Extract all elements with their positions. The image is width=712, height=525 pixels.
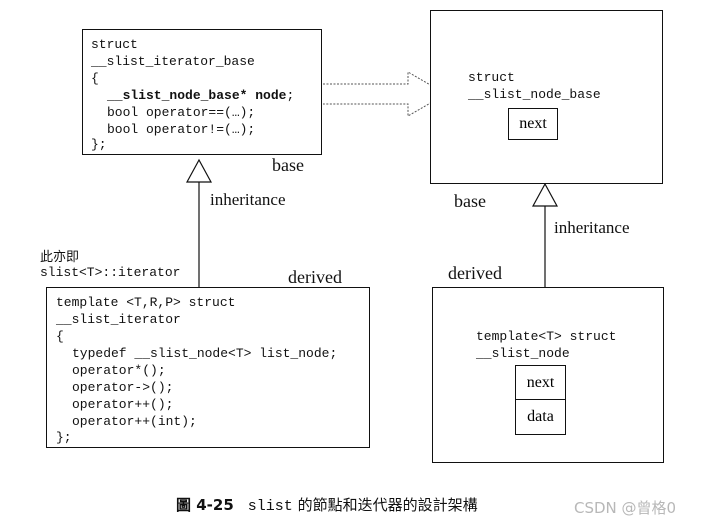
figure-caption: 圖 4-25 slist 的節點和迭代器的設計架構: [176, 494, 478, 515]
iterator-base-box: struct __slist_iterator_base { __slist_n…: [82, 29, 322, 155]
iterator-op-arrow: operator->();: [72, 380, 174, 395]
watermark: CSDN @曾格0: [574, 499, 677, 517]
caption-code: slist: [247, 498, 293, 515]
alias-note-line2: slist<T>::iterator: [40, 265, 181, 280]
iterator-typedef: typedef __slist_node<T> list_node;: [72, 346, 338, 361]
points-to-arrow: [323, 71, 447, 117]
inheritance-label-right: inheritance: [554, 218, 630, 237]
derived-label-left: derived: [288, 267, 342, 287]
iterator-base-op-eq: bool operator==(…);: [107, 105, 256, 120]
iterator-line1: template <T,R,P> struct: [56, 295, 236, 310]
node-base-line1: struct: [468, 70, 515, 85]
node-line1: template<T> struct: [476, 329, 617, 344]
iterator-base-close: };: [91, 137, 107, 152]
base-label-right: base: [454, 191, 486, 211]
node-next-cell: next: [515, 365, 566, 401]
node-base-box: [430, 10, 663, 184]
node-line2: __slist_node: [476, 346, 570, 361]
alias-note-line1: 此亦即: [40, 250, 80, 265]
caption-number: 4-25: [196, 496, 234, 514]
inheritance-triangle-right: [531, 182, 559, 207]
caption-prefix: 圖: [176, 496, 197, 514]
iterator-op-preinc: operator++();: [72, 397, 174, 412]
iterator-base-member-decl: __slist_node_base* node: [107, 88, 287, 103]
iterator-op-deref: operator*();: [72, 363, 166, 378]
base-label-left: base: [272, 155, 304, 175]
derived-label-right: derived: [448, 263, 502, 283]
caption-text: 的節點和迭代器的設計架構: [292, 496, 478, 514]
iterator-base-line3: {: [91, 71, 99, 86]
iterator-op-postinc: operator++(int);: [72, 414, 197, 429]
iterator-base-line2: __slist_iterator_base: [91, 54, 255, 69]
iterator-base-member: __slist_node_base* node;: [107, 87, 294, 104]
node-base-line2: __slist_node_base: [468, 87, 601, 102]
node-base-next-cell: next: [508, 108, 558, 140]
inheritance-triangle-left: [185, 158, 213, 183]
iterator-close: };: [56, 430, 72, 445]
node-data-cell: data: [515, 399, 566, 435]
iterator-line3: {: [56, 329, 64, 344]
iterator-line2: __slist_iterator: [56, 312, 181, 327]
iterator-base-op-neq: bool operator!=(…);: [107, 122, 256, 137]
iterator-box: template <T,R,P> struct __slist_iterator…: [46, 287, 370, 448]
inheritance-label-left: inheritance: [210, 190, 286, 209]
iterator-base-member-semicolon: ;: [286, 88, 295, 103]
iterator-base-line1: struct: [91, 37, 138, 52]
